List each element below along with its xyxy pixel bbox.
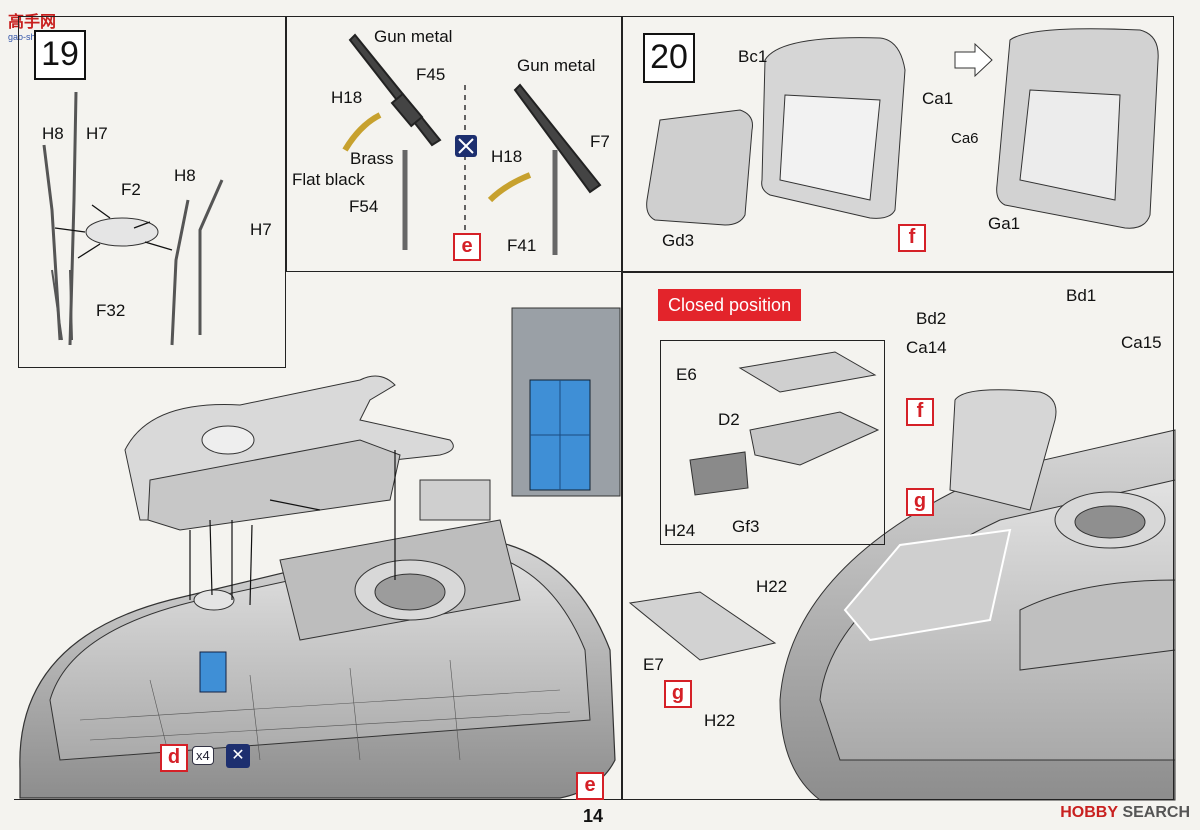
step19-parts [42,91,224,346]
watermark-hobbysearch: HOBBY SEARCH [1060,804,1190,822]
page-number: 14 [583,806,604,826]
tag-g-right: g [906,488,934,516]
label-h22-bottom: H22 [704,711,736,730]
f2-platform-part [85,217,159,247]
closed-position-inset [660,340,885,545]
assembly-tool-icon: ✕ [226,744,250,768]
label-bd2: Bd2 [916,309,947,328]
gd3-window-part [646,109,753,226]
label-h8-left: H8 [42,124,64,143]
label-h22-top: H22 [756,577,788,596]
label-ga1: Ga1 [988,214,1021,233]
label-h18-2: H18 [491,147,523,166]
assembly-icon [455,135,477,157]
step-number-19: 19 [34,30,86,80]
main-right-panel [622,272,1174,800]
label-h18-1: H18 [331,88,363,107]
label-ca15: Ca15 [1121,333,1162,352]
label-flat-black: Flat black [292,170,365,189]
quantity-x4-badge: x4 [192,746,214,765]
tag-f-right: f [906,398,934,426]
hovercraft-right-illustration [779,389,1176,801]
label-h8-right: H8 [174,166,196,185]
label-f41: F41 [507,236,537,255]
watermark-hobby: HOBBY [1060,804,1118,821]
label-ca6: Ca6 [951,130,979,147]
weapons-panel [286,16,622,272]
label-e6: E6 [676,365,697,384]
watermark-search: SEARCH [1122,804,1190,821]
label-f2: F2 [121,180,141,199]
step-number-20: 20 [643,33,695,83]
label-h7-right: H7 [250,220,272,239]
tag-g-detail: g [664,680,692,708]
reference-photo-inset [511,307,621,497]
label-bd1: Bd1 [1066,286,1097,305]
watermark-main: 高手网 [8,14,57,31]
label-bc1: Bc1 [738,47,768,66]
closed-position-banner: Closed position [658,289,802,321]
label-gd3: Gd3 [662,231,695,250]
label-d2: D2 [718,410,740,429]
weapon-parts [348,33,602,255]
label-f7: F7 [590,132,610,151]
tag-e-main: e [576,772,604,800]
label-e7: E7 [643,655,664,674]
label-f45: F45 [416,65,446,84]
label-ca14: Ca14 [906,338,947,357]
label-gun-metal-1: Gun metal [374,27,453,46]
label-gf3: Gf3 [732,517,760,536]
brass-belt-part [342,112,382,152]
label-f32: F32 [96,301,126,320]
label-brass: Brass [350,149,394,168]
hovercraft-left-illustration [19,375,616,799]
step19-panel [18,16,286,368]
tag-f-step20: f [898,224,926,252]
brass-belt-part-2 [487,172,532,203]
label-h24: H24 [664,521,696,540]
tag-e-weapons: e [453,233,481,261]
label-gun-metal-2: Gun metal [517,56,596,75]
label-h7-left: H7 [86,124,108,143]
main-left-panel [14,272,622,800]
step20-panel [622,16,1174,272]
step19-arrows [54,204,173,259]
tag-d: d [160,744,188,772]
arrow-right-icon [954,42,993,78]
label-f54: F54 [349,197,379,216]
label-ca1: Ca1 [922,89,954,108]
